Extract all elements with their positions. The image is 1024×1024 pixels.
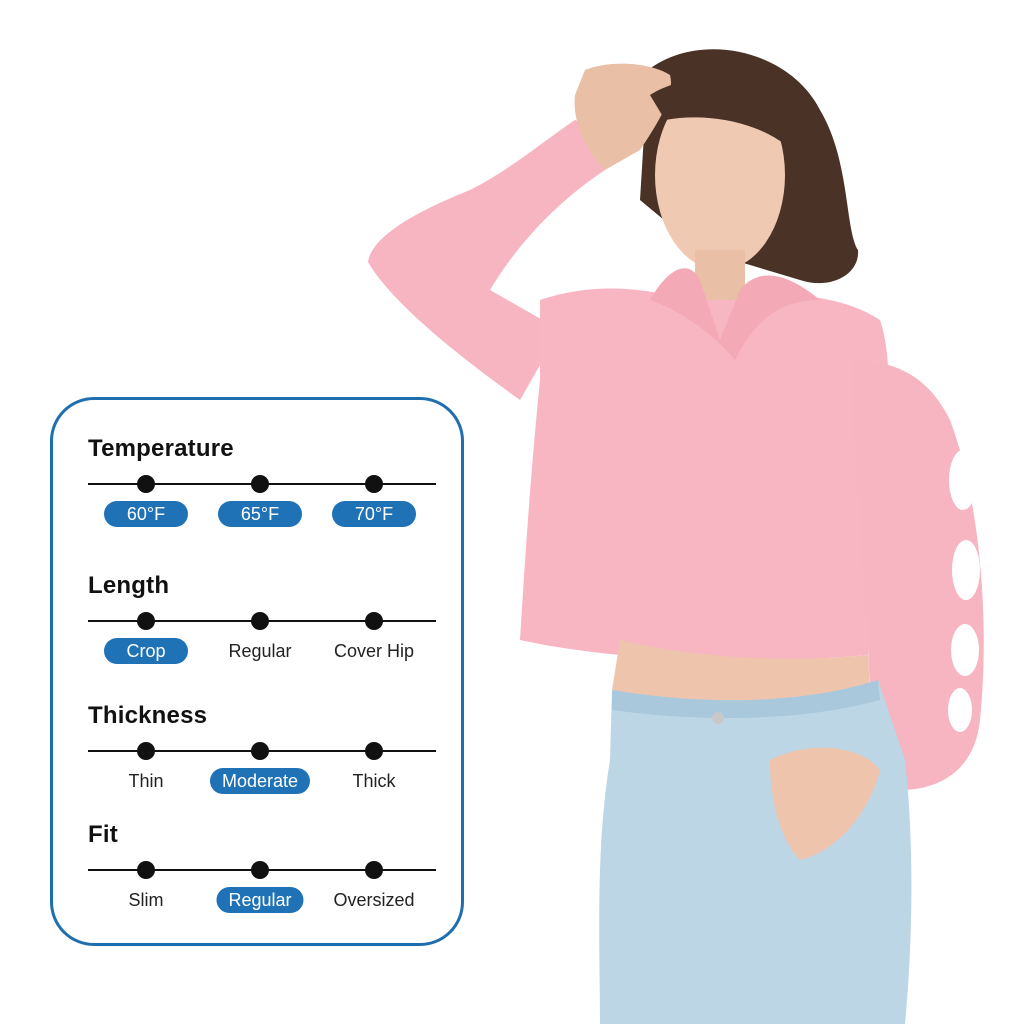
spec-dot xyxy=(137,612,155,630)
spec-dot xyxy=(365,861,383,879)
spec-dot xyxy=(137,861,155,879)
midriff xyxy=(612,640,870,704)
hoodie-body xyxy=(520,288,889,661)
spec-dot xyxy=(365,742,383,760)
spec-option: Slim xyxy=(128,890,164,910)
spec-section-length: Length Crop Regular Cover Hip xyxy=(53,572,461,682)
spec-option: 60°F xyxy=(104,501,188,527)
spec-section-fit: Fit Slim Regular Oversized xyxy=(53,821,461,931)
spec-heading: Fit xyxy=(88,821,118,848)
spec-option: Crop xyxy=(104,638,188,664)
spec-section-temperature: Temperature 60°F 65°F 70°F xyxy=(53,435,461,545)
spec-dot xyxy=(137,742,155,760)
sleeve-graphic xyxy=(949,450,977,510)
pocket-hand xyxy=(770,747,880,860)
spec-dot xyxy=(251,742,269,760)
jeans xyxy=(599,680,912,1024)
face xyxy=(655,80,785,270)
spec-option: Oversized xyxy=(333,890,415,910)
spec-dot xyxy=(137,475,155,493)
raised-hand xyxy=(574,63,671,171)
hair-front xyxy=(650,77,800,160)
spec-option: Thin xyxy=(128,771,164,791)
spec-option: Regular xyxy=(216,887,304,913)
spec-dot xyxy=(365,475,383,493)
spec-option: Moderate xyxy=(209,768,311,794)
spec-option: Regular xyxy=(228,641,292,661)
spec-option: Thick xyxy=(352,771,396,791)
spec-heading: Thickness xyxy=(88,702,208,729)
spec-dot xyxy=(251,475,269,493)
spec-option: 65°F xyxy=(218,501,302,527)
spec-option: 70°F xyxy=(332,501,416,527)
spec-dot xyxy=(251,612,269,630)
spec-dot xyxy=(365,612,383,630)
spec-heading: Temperature xyxy=(88,435,234,462)
spec-section-thickness: Thickness Thin Moderate Thick xyxy=(53,702,461,812)
hood xyxy=(650,268,820,360)
spec-heading: Length xyxy=(88,572,170,599)
spec-card: Temperature 60°F 65°F 70°F Length Crop R… xyxy=(50,397,464,946)
spec-dot xyxy=(251,861,269,879)
spec-option: Cover Hip xyxy=(333,641,415,661)
